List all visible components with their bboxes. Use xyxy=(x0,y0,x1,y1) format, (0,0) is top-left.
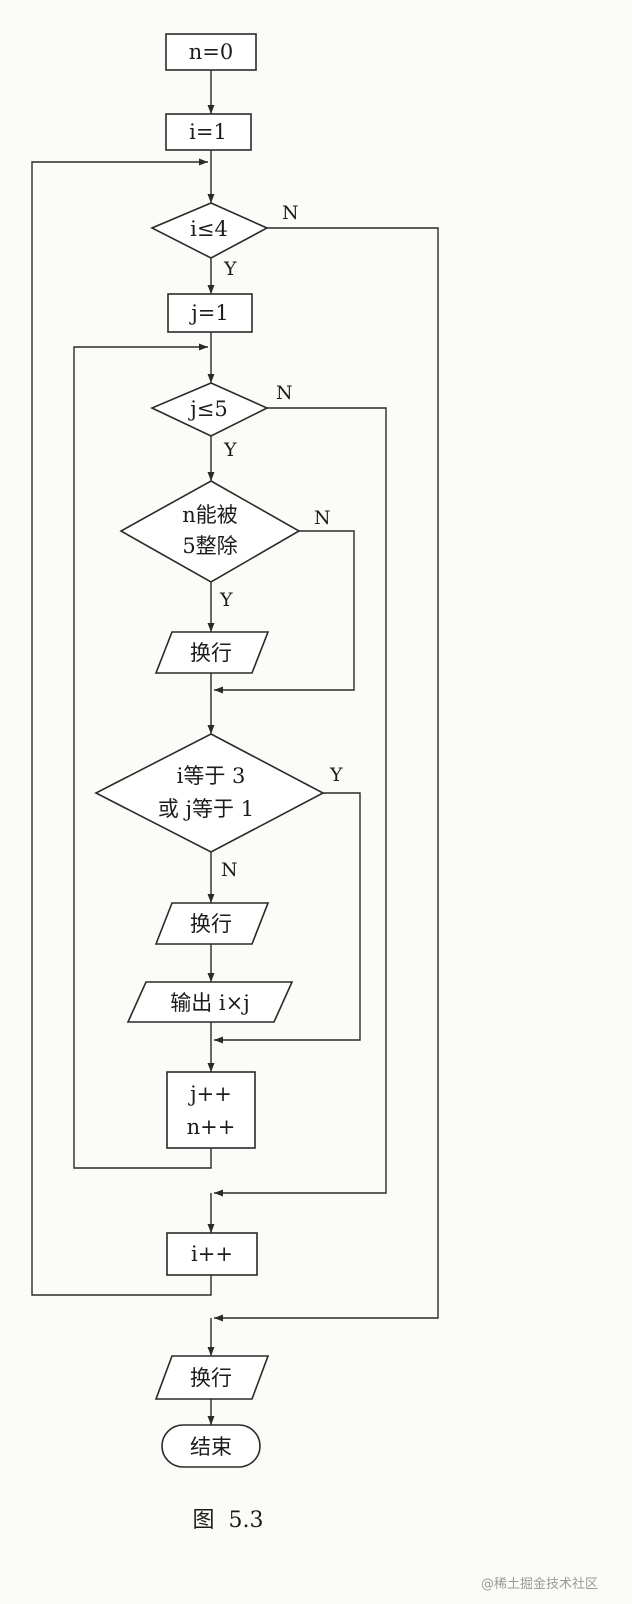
decision-i-le-4: i≤4 xyxy=(150,202,269,259)
decision-i-eq-3-or-j-eq-1: i等于 3 或 j等于 1 xyxy=(94,733,325,853)
io-newline-2: 换行 xyxy=(154,902,270,945)
label-cond-mod-no: N xyxy=(314,507,331,529)
node-increment-i: i++ xyxy=(166,1232,258,1276)
io-output-i-times-j: 输出 i×j xyxy=(126,981,294,1023)
decision-n-divisible-line2: 5整除 xyxy=(182,534,237,558)
io-newline-1: 换行 xyxy=(154,631,270,674)
label-cond-i-yes: Y xyxy=(223,258,237,280)
decision-i-le-4-label: i≤4 xyxy=(190,217,228,241)
io-output-label: 输出 i×j xyxy=(170,991,250,1015)
arrow-cond-ij-yes xyxy=(214,792,361,1044)
figure-caption: 图 5.3 xyxy=(193,1508,264,1533)
node-i-init-label: i=1 xyxy=(189,120,227,144)
node-inc-j-label: j++ xyxy=(187,1082,232,1106)
terminal-end: 结束 xyxy=(161,1424,261,1468)
watermark: @稀土掘金技术社区 xyxy=(481,1576,598,1592)
connectors xyxy=(31,70,439,1425)
io-newline-1-label: 换行 xyxy=(190,641,232,665)
node-i-init: i=1 xyxy=(165,113,252,151)
decision-j-le-5-label: j≤5 xyxy=(187,397,227,421)
label-cond-mod-yes: Y xyxy=(219,589,233,611)
label-cond-j-yes: Y xyxy=(223,439,237,461)
branch-labels: N Y N Y N Y Y N xyxy=(219,202,343,881)
decision-n-divisible-line1: n能被 xyxy=(182,503,238,527)
terminal-end-label: 结束 xyxy=(190,1435,232,1459)
arrow-cond-j-no xyxy=(214,407,387,1197)
arrow-outer-loop-back xyxy=(31,158,212,1296)
node-inc-n-label: n++ xyxy=(187,1115,236,1139)
decision-ij-line1: i等于 3 xyxy=(177,764,246,788)
node-j-init: j=1 xyxy=(167,293,253,333)
io-newline-final: 换行 xyxy=(154,1355,270,1400)
arrow-inner-loop-back xyxy=(73,343,212,1169)
io-newline-2-label: 换行 xyxy=(190,912,232,936)
label-cond-j-no: N xyxy=(276,382,293,404)
node-n-init: n=0 xyxy=(165,33,257,71)
node-n-init-label: n=0 xyxy=(189,40,233,64)
node-inc-i-label: i++ xyxy=(191,1242,233,1266)
decision-ij-line2: 或 j等于 1 xyxy=(158,797,254,821)
decision-j-le-5: j≤5 xyxy=(150,382,269,437)
arrow-cond-mod-no xyxy=(214,530,355,694)
node-increment-j-n: j++ n++ xyxy=(166,1071,256,1149)
arrow-cond-i-no xyxy=(214,227,439,1322)
label-cond-ij-yes: Y xyxy=(329,764,343,786)
label-cond-ij-no: N xyxy=(221,859,238,881)
io-newline-final-label: 换行 xyxy=(190,1366,232,1390)
node-j-init-label: j=1 xyxy=(188,301,228,325)
decision-n-divisible-by-5: n能被 5整除 xyxy=(119,480,301,583)
label-cond-i-no: N xyxy=(282,202,299,224)
